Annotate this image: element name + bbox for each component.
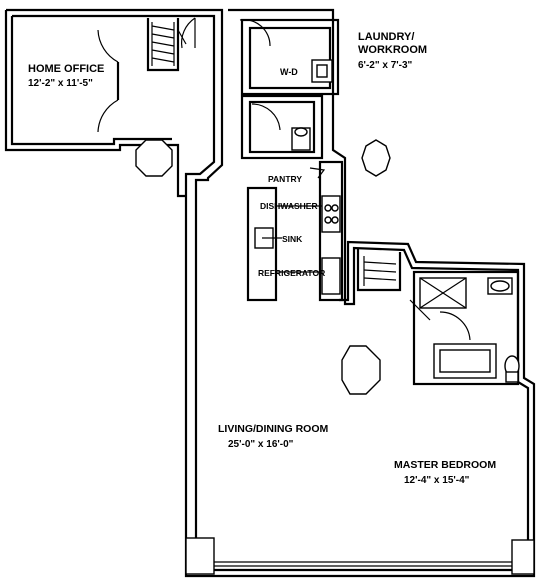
home-office-label: HOME OFFICE (28, 63, 104, 75)
dishwasher-label: DISHWASHER (260, 201, 318, 211)
laundry-dims: 6'-2" x 7'-3" (358, 60, 413, 71)
window-strip (214, 561, 512, 567)
master-bedroom-label: MASTER BEDROOM (394, 459, 496, 471)
refrigerator-label: REFRIGERATOR (258, 268, 325, 278)
laundry-label-line1: LAUNDRY/ (358, 31, 414, 43)
laundry-core (239, 18, 340, 160)
kitchen (246, 160, 344, 302)
laundry-label-line2: WORKROOM (358, 44, 427, 56)
structural-columns (135, 139, 535, 575)
home-office-dims: 12'-2" x 11'-5" (28, 78, 93, 89)
living-dining-dims: 25'-0" x 16'-0" (228, 439, 294, 450)
living-dining-label: LIVING/DINING ROOM (218, 423, 329, 435)
master-bath (356, 248, 520, 386)
sink-label: SINK (282, 234, 303, 244)
master-bedroom-dims: 12'-4" x 15'-4" (404, 475, 470, 486)
home-office-walls (97, 17, 196, 133)
pantry-label: PANTRY (268, 174, 302, 184)
office-closet-shelving (151, 22, 187, 66)
wd-label: W-D (280, 67, 298, 77)
